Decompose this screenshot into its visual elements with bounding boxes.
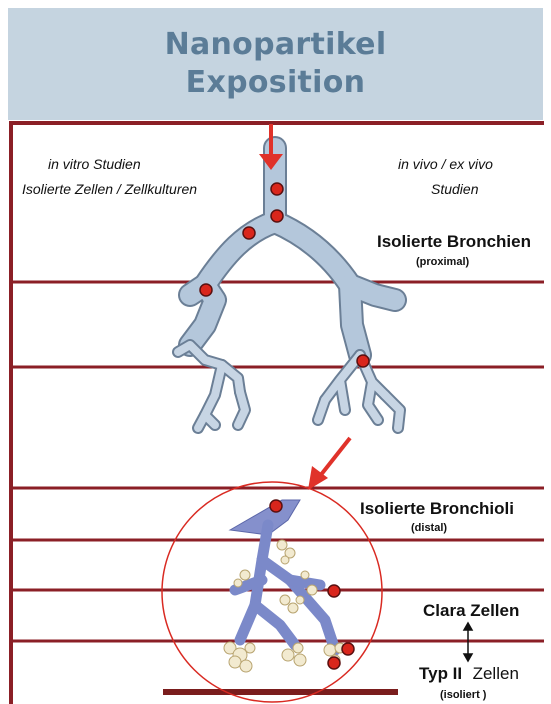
level-label-clara: Clara Zellen — [423, 601, 519, 621]
level-sublabel-isoliert: (isoliert ) — [440, 689, 486, 701]
invitro-label-line2: Isolierte Zellen / Zellkulturen — [22, 181, 197, 197]
level-lines — [11, 282, 544, 641]
invivo-label-line1: in vivo / ex vivo — [398, 156, 493, 172]
particle-dot — [328, 585, 340, 597]
particle-dot — [243, 227, 255, 239]
particle-dot — [200, 284, 212, 296]
level-sublabel-distal: (distal) — [411, 522, 447, 534]
particle-dot — [328, 657, 340, 669]
particle-dot — [270, 500, 282, 512]
bronchiole-tree — [224, 500, 345, 672]
particle-dot — [342, 643, 354, 655]
particle-dot — [271, 183, 283, 195]
typ2-bold: Typ II — [419, 664, 462, 683]
level-label-bronchioli: Isolierte Bronchioli — [360, 499, 514, 519]
particle-dot — [271, 210, 283, 222]
particle-dot — [357, 355, 369, 367]
invitro-label-line1: in vitro Studien — [48, 156, 141, 172]
level-label-bronchien: Isolierte Bronchien — [377, 232, 531, 252]
exposure-arrow-zoom — [308, 438, 350, 490]
typ2-normal: Zellen — [473, 664, 519, 683]
invivo-label-line2: Studien — [431, 181, 478, 197]
level-sublabel-proximal: (proximal) — [416, 256, 469, 268]
level-label-typ2: Typ II Zellen — [419, 664, 519, 684]
